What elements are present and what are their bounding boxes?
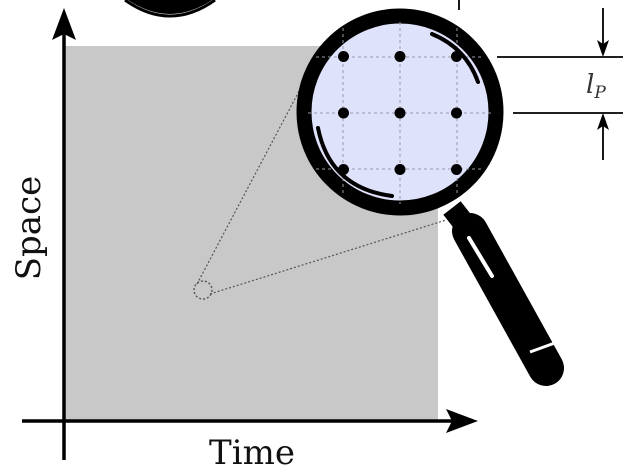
lens-glare-lower xyxy=(316,126,394,198)
planck-lattice-points xyxy=(338,51,462,175)
planck-length-subscript: P xyxy=(593,83,606,103)
projection-line-lower xyxy=(209,219,447,295)
dimension-arrow-down xyxy=(597,40,609,57)
x-axis-label: Time xyxy=(209,433,295,473)
magnifier-handle xyxy=(443,201,564,386)
time-axis-arrowhead xyxy=(446,409,478,433)
top-arc-outline xyxy=(124,0,216,18)
y-axis-label: Space xyxy=(9,176,49,281)
lattice-point xyxy=(394,107,406,119)
lattice-point xyxy=(338,107,349,119)
planck-length-label: lP xyxy=(586,70,606,103)
lattice-point xyxy=(338,51,349,62)
planck-length-symbol: l xyxy=(586,70,594,100)
space-axis-arrowhead xyxy=(52,8,76,40)
lattice-point xyxy=(451,164,462,175)
dimension-arrow-up xyxy=(597,113,609,130)
projection-line-upper xyxy=(196,77,307,285)
planck-length-dimension xyxy=(458,0,623,160)
lattice-point xyxy=(394,51,406,62)
lattice-point xyxy=(394,164,406,175)
top-arc-shape xyxy=(128,0,212,14)
lens-glare-upper xyxy=(430,32,480,84)
zoom-focus-point xyxy=(193,280,213,300)
lattice-point xyxy=(451,107,462,119)
